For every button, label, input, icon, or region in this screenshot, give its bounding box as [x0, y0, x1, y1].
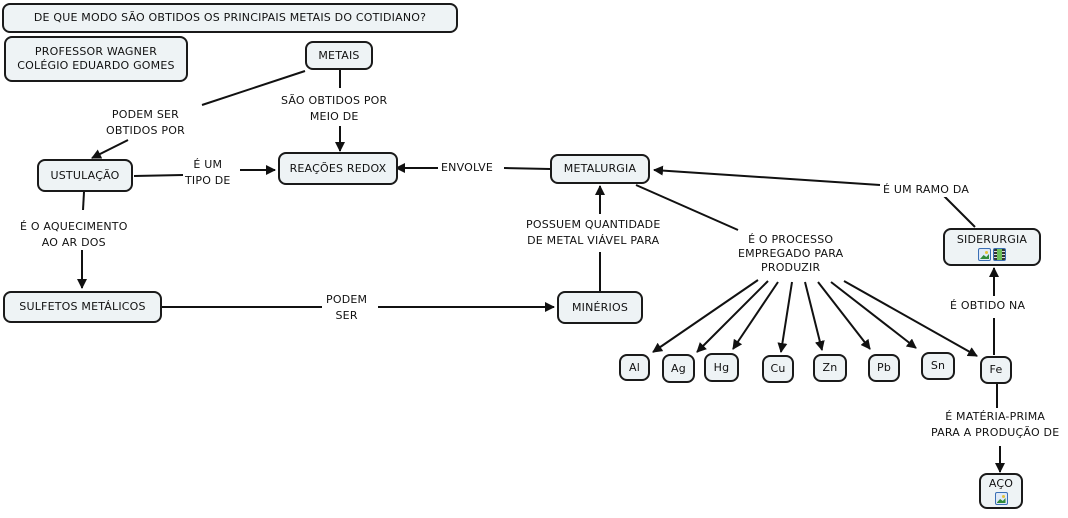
- link-text: É UM: [193, 158, 223, 171]
- link-ramo[interactable]: É UM RAMO DA: [883, 183, 970, 197]
- link-text: POSSUEM QUANTIDADE: [526, 218, 661, 231]
- link-text: OBTIDOS POR: [106, 124, 185, 137]
- link-text: É O PROCESSO: [748, 233, 834, 246]
- line-proc-sn: [830, 281, 917, 349]
- metal-cu[interactable]: Cu: [762, 355, 794, 383]
- concept-minerios[interactable]: MINÉRIOS: [557, 291, 643, 324]
- link-text: É OBTIDO NA: [950, 299, 1026, 312]
- link-text: PODEM SER: [111, 108, 179, 121]
- link-obtido-na[interactable]: É OBTIDO NA: [950, 299, 1026, 313]
- metal-ag[interactable]: Ag: [662, 354, 695, 383]
- concept-sulfetos-label: SULFETOS METÁLICOS: [19, 300, 146, 313]
- concept-metalurgia-label: METALURGIA: [563, 162, 637, 175]
- link-text: PODEM: [326, 293, 368, 306]
- metal-fe[interactable]: Fe: [980, 356, 1012, 384]
- link-text: SER: [335, 309, 358, 322]
- film-icon[interactable]: [993, 248, 1006, 261]
- metal-zn[interactable]: Zn: [813, 354, 847, 382]
- link-text: PRODUZIR: [761, 261, 821, 274]
- metal-al[interactable]: Al: [619, 354, 650, 381]
- link-text: É UM RAMO DA: [883, 183, 970, 196]
- concept-aco[interactable]: AÇO: [979, 473, 1023, 509]
- link-podem-ser[interactable]: PODEM SER: [326, 293, 368, 323]
- line-sid-ramo: [943, 195, 976, 228]
- link-envolve[interactable]: ENVOLVE: [441, 161, 493, 175]
- author-line-2: COLÉGIO EDUARDO GOMES: [17, 59, 175, 72]
- link-e-um-tipo[interactable]: É UM TIPO DE: [185, 158, 231, 188]
- link-podem-ser-obtidos[interactable]: PODEM SER OBTIDOS POR: [106, 108, 185, 138]
- line-podem-ustulacao: [91, 139, 129, 159]
- concept-ustulacao[interactable]: USTULAÇÃO: [37, 159, 133, 192]
- link-text: É MATÉRIA-PRIMA: [945, 410, 1046, 423]
- line-metais-podem: [201, 70, 306, 106]
- link-text: DE METAL VIÁVEL PARA: [527, 234, 660, 247]
- author-line-1: PROFESSOR WAGNER: [34, 45, 158, 58]
- line-ramo-metal: [653, 165, 881, 186]
- metal-zn-label: Zn: [822, 361, 838, 374]
- line-proc-cu: [777, 281, 793, 353]
- line-proc-fe: [843, 280, 978, 357]
- author-node[interactable]: PROFESSOR WAGNER COLÉGIO EDUARDO GOMES: [4, 36, 188, 82]
- link-text: SÃO OBTIDOS POR: [281, 94, 388, 107]
- metal-pb-label: Pb: [876, 361, 892, 374]
- line-proc-zn: [804, 281, 825, 351]
- metal-hg[interactable]: Hg: [704, 353, 739, 382]
- link-possuem[interactable]: POSSUEM QUANTIDADE DE METAL VIÁVEL PARA: [526, 218, 661, 248]
- link-aquecimento[interactable]: É O AQUECIMENTO AO AR DOS: [20, 220, 128, 250]
- link-text: AO AR DOS: [41, 236, 106, 249]
- image-icon[interactable]: [978, 248, 991, 261]
- link-text: ENVOLVE: [441, 161, 493, 174]
- metal-hg-label: Hg: [713, 360, 730, 374]
- image-icon[interactable]: [994, 492, 1008, 505]
- concept-aco-label: AÇO: [988, 477, 1014, 490]
- link-text: TIPO DE: [185, 174, 231, 187]
- concept-metais-label: METAIS: [318, 48, 360, 62]
- concept-sulfetos[interactable]: SULFETOS METÁLICOS: [3, 291, 162, 323]
- concept-minerios-label: MINÉRIOS: [571, 300, 629, 314]
- concept-metalurgia[interactable]: METALURGIA: [550, 154, 650, 184]
- link-text: MEIO DE: [309, 110, 359, 123]
- map-title[interactable]: DE QUE MODO SÃO OBTIDOS OS PRINCIPAIS ME…: [2, 3, 458, 33]
- line-proc-pb: [817, 281, 871, 350]
- map-title-text: DE QUE MODO SÃO OBTIDOS OS PRINCIPAIS ME…: [33, 11, 427, 24]
- link-sao-obtidos[interactable]: SÃO OBTIDOS POR MEIO DE: [281, 94, 388, 124]
- link-text: PARA A PRODUÇÃO DE: [931, 426, 1060, 439]
- concept-reacoes-redox[interactable]: REAÇÕES REDOX: [278, 152, 398, 185]
- metal-sn-label: Sn: [930, 359, 946, 372]
- line-proc-hg: [732, 281, 779, 350]
- link-processo[interactable]: É O PROCESSO EMPREGADO PARA PRODUZIR: [738, 233, 844, 275]
- metal-sn[interactable]: Sn: [921, 352, 955, 380]
- link-materia-prima[interactable]: É MATÉRIA-PRIMA PARA A PRODUÇÃO DE: [931, 410, 1060, 440]
- line-ust-aquec: [82, 191, 85, 211]
- concept-ustulacao-label: USTULAÇÃO: [50, 168, 120, 182]
- line-ust-tipo: [133, 174, 184, 177]
- metal-ag-label: Ag: [671, 361, 686, 375]
- line-proc-ag: [696, 280, 769, 353]
- line-metal-envolve: [503, 167, 551, 170]
- metal-pb[interactable]: Pb: [868, 354, 900, 382]
- concept-siderurgia[interactable]: SIDERURGIA: [943, 228, 1041, 266]
- concept-siderurgia-label: SIDERURGIA: [956, 233, 1028, 246]
- line-proc-al: [652, 279, 759, 353]
- metal-al-label: Al: [629, 360, 640, 374]
- concept-metais[interactable]: METAIS: [305, 41, 373, 70]
- link-text: É O AQUECIMENTO: [20, 220, 128, 233]
- metal-fe-label: Fe: [989, 363, 1003, 376]
- line-metal-processo: [635, 184, 739, 231]
- link-text: EMPREGADO PARA: [738, 247, 844, 260]
- concept-reacoes-redox-label: REAÇÕES REDOX: [289, 161, 387, 175]
- metal-cu-label: Cu: [770, 362, 786, 375]
